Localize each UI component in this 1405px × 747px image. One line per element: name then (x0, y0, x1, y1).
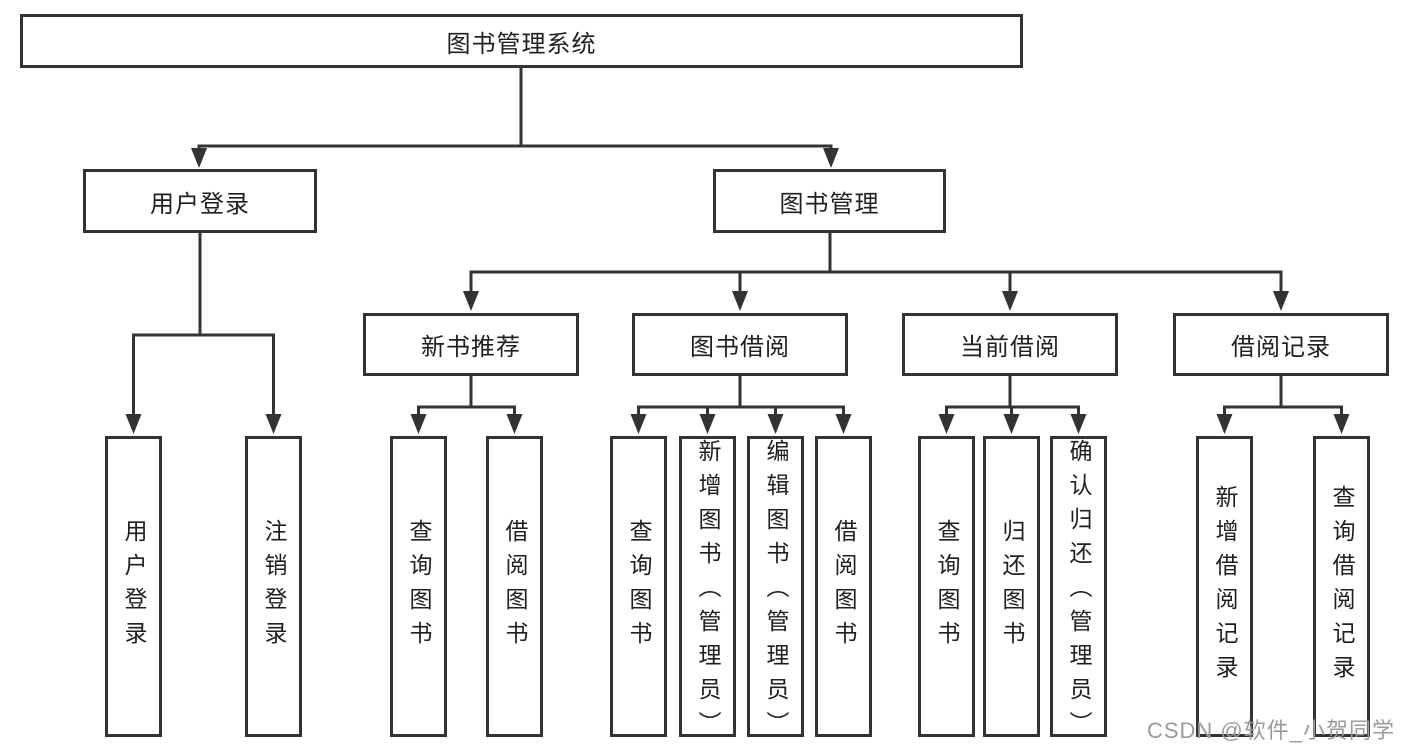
node-label: 编辑图书（管理员） (763, 439, 789, 745)
node-label: 用户登录 (121, 518, 147, 655)
node-label: 图书管理系统 (446, 30, 597, 58)
node-new-book-recommend: 新书推荐 (363, 313, 579, 376)
node-book-management: 图书管理 (713, 169, 946, 233)
node-root-system: 图书管理系统 (20, 14, 1023, 68)
node-leaf-edit-books-admin: 编辑图书（管理员） (747, 436, 804, 745)
node-label: 注销登录 (261, 518, 287, 655)
node-label: 新增借阅记录 (1212, 484, 1238, 689)
node-leaf-confirm-return-admin: 确认归还（管理员） (1050, 436, 1107, 745)
node-label: 图书管理 (779, 190, 880, 218)
connector-book-borrow-children (630, 376, 852, 434)
node-label: 新增图书（管理员） (695, 439, 721, 745)
node-leaf-query-books-1: 查询图书 (390, 436, 447, 737)
connector-borrow-records-children (1216, 376, 1350, 434)
node-leaf-return-books: 归还图书 (983, 436, 1040, 737)
node-label: 借阅记录 (1231, 334, 1331, 361)
csdn-watermark: CSDN @软件_小贺同学 (1146, 718, 1395, 743)
node-user-login: 用户登录 (83, 169, 317, 233)
node-label: 确认归还（管理员） (1066, 439, 1092, 745)
node-label: 查询图书 (626, 518, 652, 655)
node-label: 当前借阅 (960, 334, 1060, 361)
node-leaf-add-books-admin: 新增图书（管理员） (679, 436, 736, 745)
node-label: 查询图书 (406, 518, 432, 655)
node-current-borrowing: 当前借阅 (902, 313, 1118, 376)
node-label: 图书借阅 (690, 334, 790, 361)
node-book-borrowing: 图书借阅 (632, 313, 848, 376)
node-leaf-borrow-books-2: 借阅图书 (815, 436, 872, 737)
node-leaf-query-books-2: 查询图书 (610, 436, 667, 737)
node-label: 借阅图书 (502, 518, 528, 655)
node-leaf-query-borrow-record: 查询借阅记录 (1313, 436, 1370, 737)
node-label: 用户登录 (150, 190, 250, 218)
connector-new-books-children (410, 376, 523, 434)
node-leaf-user-login: 用户登录 (105, 436, 162, 737)
node-label: 新书推荐 (421, 334, 521, 361)
node-label: 查询图书 (934, 518, 960, 655)
node-borrowing-records: 借阅记录 (1173, 313, 1389, 376)
node-leaf-borrow-books-1: 借阅图书 (486, 436, 543, 737)
node-label: 查询借阅记录 (1329, 484, 1355, 689)
node-leaf-query-books-3: 查询图书 (918, 436, 975, 737)
connector-root-to-level2 (191, 68, 839, 168)
node-label: 归还图书 (999, 518, 1025, 655)
node-leaf-add-borrow-record: 新增借阅记录 (1196, 436, 1253, 737)
connector-book-mgmt-to-level3 (463, 233, 1289, 311)
node-leaf-logout: 注销登录 (245, 436, 302, 737)
connector-user-login-children (125, 233, 282, 434)
node-label: 借阅图书 (831, 518, 857, 655)
connector-current-borrow-children (938, 376, 1087, 434)
